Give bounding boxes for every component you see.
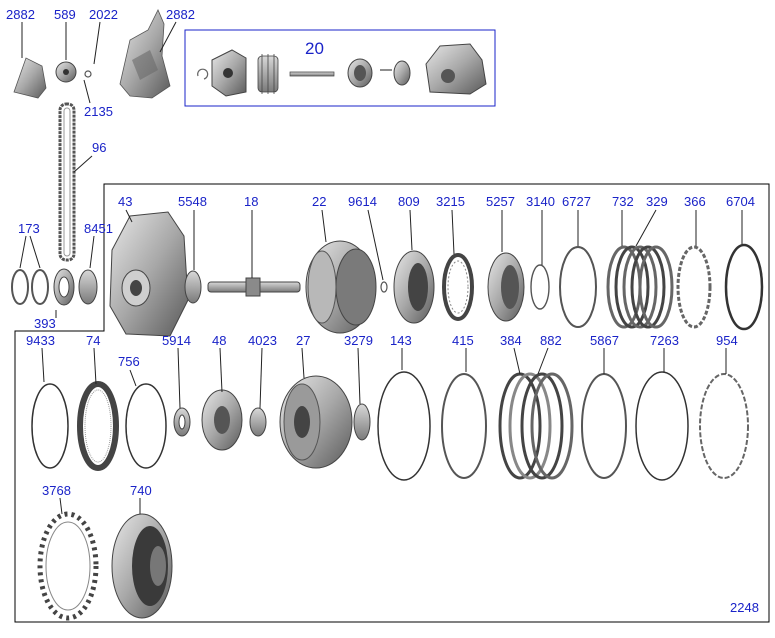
bearing-3215 [442, 253, 474, 321]
bearing-393 [53, 268, 75, 306]
case-half-43 [109, 211, 189, 337]
clutch-pack-384 [498, 372, 552, 480]
shaft-18 [207, 277, 301, 297]
washer-3279 [353, 403, 371, 441]
label-2882-left: 2882 [6, 7, 35, 22]
label-9433: 9433 [26, 333, 55, 348]
label-809: 809 [398, 194, 420, 209]
label-9614: 9614 [348, 194, 377, 209]
bracket-2882-left [13, 57, 47, 99]
label-143: 143 [390, 333, 412, 348]
snap-ring-9433 [31, 383, 69, 469]
label-740: 740 [130, 483, 152, 498]
clip-2022 [84, 70, 92, 78]
label-5867: 5867 [590, 333, 619, 348]
sprocket-589 [55, 61, 77, 83]
label-6704: 6704 [726, 194, 755, 209]
label-5914: 5914 [162, 333, 191, 348]
label-96: 96 [92, 140, 106, 155]
label-74: 74 [86, 333, 100, 348]
label-48: 48 [212, 333, 226, 348]
washer-5548 [184, 270, 202, 304]
label-732: 732 [612, 194, 634, 209]
label-173: 173 [18, 221, 40, 236]
drum-27 [279, 375, 353, 469]
clutch-plates-882 [520, 372, 574, 480]
sprag-3768 [37, 511, 99, 621]
label-2882-right: 2882 [166, 7, 195, 22]
label-3768: 3768 [42, 483, 71, 498]
label-5257: 5257 [486, 194, 515, 209]
label-2022: 2022 [89, 7, 118, 22]
washer-8451 [78, 269, 98, 305]
label-4023: 4023 [248, 333, 277, 348]
ring-6704 [724, 243, 764, 331]
snap-ring-143 [377, 371, 431, 481]
label-3279: 3279 [344, 333, 373, 348]
label-2135: 2135 [84, 104, 113, 119]
pump-assembly-20 [197, 43, 487, 97]
ring-6727 [559, 246, 597, 328]
retainer-5257 [487, 252, 525, 322]
ring-5867 [581, 373, 627, 479]
clutch-drum-22 [305, 240, 377, 334]
label-27: 27 [296, 333, 310, 348]
label-329: 329 [646, 194, 668, 209]
washer-4023 [249, 407, 267, 437]
case-housing-2882-right [119, 9, 171, 99]
label-393: 393 [34, 316, 56, 331]
rings-173 [11, 269, 49, 305]
washer-5914 [173, 407, 191, 437]
figure-number-2248: 2248 [730, 600, 759, 615]
label-3140: 3140 [526, 194, 555, 209]
planetary-carrier-48 [201, 389, 243, 451]
label-8451: 8451 [84, 221, 113, 236]
label-954: 954 [716, 333, 738, 348]
label-7263: 7263 [650, 333, 679, 348]
label-6727: 6727 [562, 194, 591, 209]
clutch-plates-329 [630, 245, 674, 329]
label-882: 882 [540, 333, 562, 348]
label-589: 589 [54, 7, 76, 22]
label-20: 20 [305, 39, 324, 58]
label-384: 384 [500, 333, 522, 348]
ring-366 [676, 245, 712, 329]
drive-chain-96 [58, 102, 76, 262]
ring-954 [699, 373, 749, 479]
drum-740 [111, 513, 173, 619]
snap-ring-3140 [530, 264, 550, 310]
label-415: 415 [452, 333, 474, 348]
snap-ring-756 [125, 383, 167, 469]
ring-415 [441, 373, 487, 479]
part-20-callout-box [184, 29, 496, 107]
label-18: 18 [244, 194, 258, 209]
label-3215: 3215 [436, 194, 465, 209]
piston-809 [393, 250, 435, 324]
label-366: 366 [684, 194, 706, 209]
snap-ring-7263 [635, 371, 689, 481]
ring-gear-74 [77, 381, 119, 471]
label-43: 43 [118, 194, 132, 209]
lower-assembly-frame [14, 183, 770, 623]
label-756: 756 [118, 354, 140, 369]
oring-9614 [380, 281, 388, 293]
label-5548: 5548 [178, 194, 207, 209]
label-22: 22 [312, 194, 326, 209]
